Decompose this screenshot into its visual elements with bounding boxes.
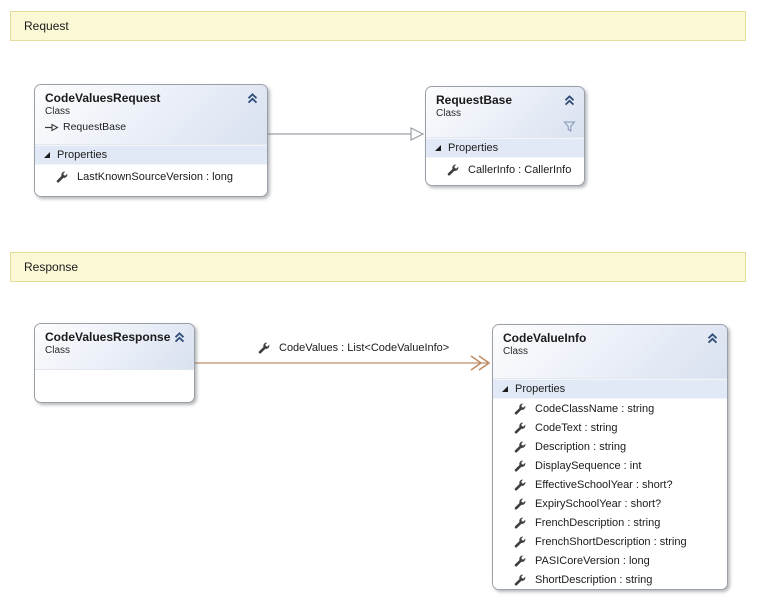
class-title: RequestBase bbox=[436, 93, 513, 107]
class-stereotype: Class bbox=[45, 106, 71, 117]
filter-icon[interactable] bbox=[563, 120, 576, 133]
group-banner-response-label: Response bbox=[24, 260, 79, 274]
property-wrench-icon bbox=[514, 555, 526, 567]
property-row[interactable]: FrenchDescription : string bbox=[493, 513, 727, 532]
property-row[interactable]: ExpirySchoolYear : short? bbox=[493, 494, 727, 513]
property-row[interactable]: PASICoreVersion : long bbox=[493, 551, 727, 570]
collapse-chevron-icon[interactable] bbox=[246, 92, 259, 105]
inherits-arrow-icon bbox=[45, 123, 59, 131]
association-connector[interactable] bbox=[195, 355, 491, 371]
property-row[interactable]: FrenchShortDescription : string bbox=[493, 532, 727, 551]
property-wrench-icon bbox=[514, 498, 526, 510]
class-node-requestbase[interactable]: RequestBase Class Properties CallerInfo … bbox=[425, 86, 585, 186]
property-wrench-icon bbox=[514, 479, 526, 491]
property-wrench-icon bbox=[447, 164, 459, 176]
group-banner-request[interactable]: Request bbox=[10, 11, 746, 41]
expander-triangle-icon[interactable] bbox=[44, 152, 50, 158]
property-label: FrenchShortDescription : string bbox=[535, 535, 687, 548]
properties-compartment-header[interactable]: Properties bbox=[493, 379, 727, 399]
property-wrench-icon bbox=[514, 403, 526, 415]
node-header: RequestBase Class bbox=[426, 87, 584, 138]
property-row[interactable]: CodeClassName : string bbox=[493, 399, 727, 418]
inherits-row: RequestBase bbox=[35, 117, 267, 133]
property-label: ShortDescription : string bbox=[535, 573, 653, 586]
property-label: EffectiveSchoolYear : short? bbox=[535, 478, 673, 491]
property-row[interactable]: DisplaySequence : int bbox=[493, 456, 727, 475]
node-header: CodeValueInfo Class bbox=[493, 325, 727, 379]
class-title: CodeValuesRequest bbox=[45, 91, 161, 105]
property-wrench-icon bbox=[514, 574, 526, 586]
properties-compartment-label: Properties bbox=[57, 149, 108, 161]
class-node-codevaluesrequest[interactable]: CodeValuesRequest Class RequestBase Prop… bbox=[34, 84, 268, 197]
property-wrench-icon bbox=[514, 517, 526, 529]
property-wrench-icon bbox=[514, 536, 526, 548]
property-wrench-icon bbox=[258, 342, 270, 354]
property-label: Description : string bbox=[535, 440, 627, 453]
class-stereotype: Class bbox=[436, 108, 462, 119]
property-label: DisplaySequence : int bbox=[535, 459, 642, 472]
collapse-chevron-icon[interactable] bbox=[706, 332, 719, 345]
property-row[interactable]: CallerInfo : CallerInfo bbox=[426, 158, 584, 181]
property-label: CodeText : string bbox=[535, 421, 618, 434]
class-title: CodeValuesResponse bbox=[45, 330, 171, 344]
collapse-chevron-icon[interactable] bbox=[173, 331, 186, 344]
expander-triangle-icon[interactable] bbox=[435, 145, 441, 151]
class-node-codevaluesresponse[interactable]: CodeValuesResponse Class bbox=[34, 323, 195, 403]
node-header: CodeValuesResponse Class bbox=[35, 324, 194, 370]
collapse-chevron-icon[interactable] bbox=[563, 94, 576, 107]
inherits-label: RequestBase bbox=[63, 121, 127, 133]
property-row[interactable]: CodeText : string bbox=[493, 418, 727, 437]
property-row[interactable]: Description : string bbox=[493, 437, 727, 456]
property-wrench-icon bbox=[56, 171, 68, 183]
class-title: CodeValueInfo bbox=[503, 331, 587, 345]
node-header: CodeValuesRequest Class RequestBase bbox=[35, 85, 267, 145]
properties-compartment-header[interactable]: Properties bbox=[35, 145, 267, 165]
association-label[interactable]: CodeValues : List<CodeValueInfo> bbox=[258, 340, 449, 356]
property-row[interactable]: EffectiveSchoolYear : short? bbox=[493, 475, 727, 494]
property-row[interactable]: ShortDescription : string bbox=[493, 570, 727, 589]
group-banner-request-label: Request bbox=[24, 19, 69, 33]
expander-triangle-icon[interactable] bbox=[502, 386, 508, 392]
inheritance-connector[interactable] bbox=[268, 127, 425, 141]
property-label: FrenchDescription : string bbox=[535, 516, 661, 529]
class-stereotype: Class bbox=[503, 346, 529, 357]
class-stereotype: Class bbox=[45, 345, 71, 356]
property-label: LastKnownSourceVersion : long bbox=[77, 170, 233, 183]
property-label: CodeClassName : string bbox=[535, 402, 655, 415]
property-wrench-icon bbox=[514, 460, 526, 472]
properties-compartment-label: Properties bbox=[515, 383, 566, 395]
group-banner-response[interactable]: Response bbox=[10, 252, 746, 282]
properties-compartment-label: Properties bbox=[448, 142, 499, 154]
property-wrench-icon bbox=[514, 441, 526, 453]
property-label: PASICoreVersion : long bbox=[535, 554, 650, 567]
property-wrench-icon bbox=[514, 422, 526, 434]
property-label: CallerInfo : CallerInfo bbox=[468, 163, 572, 176]
property-label: ExpirySchoolYear : short? bbox=[535, 497, 662, 510]
association-label-text: CodeValues : List<CodeValueInfo> bbox=[279, 342, 450, 354]
properties-compartment-header[interactable]: Properties bbox=[426, 138, 584, 158]
class-node-codevalueinfo[interactable]: CodeValueInfo Class Properties CodeClass… bbox=[492, 324, 728, 590]
property-row[interactable]: LastKnownSourceVersion : long bbox=[35, 165, 267, 188]
